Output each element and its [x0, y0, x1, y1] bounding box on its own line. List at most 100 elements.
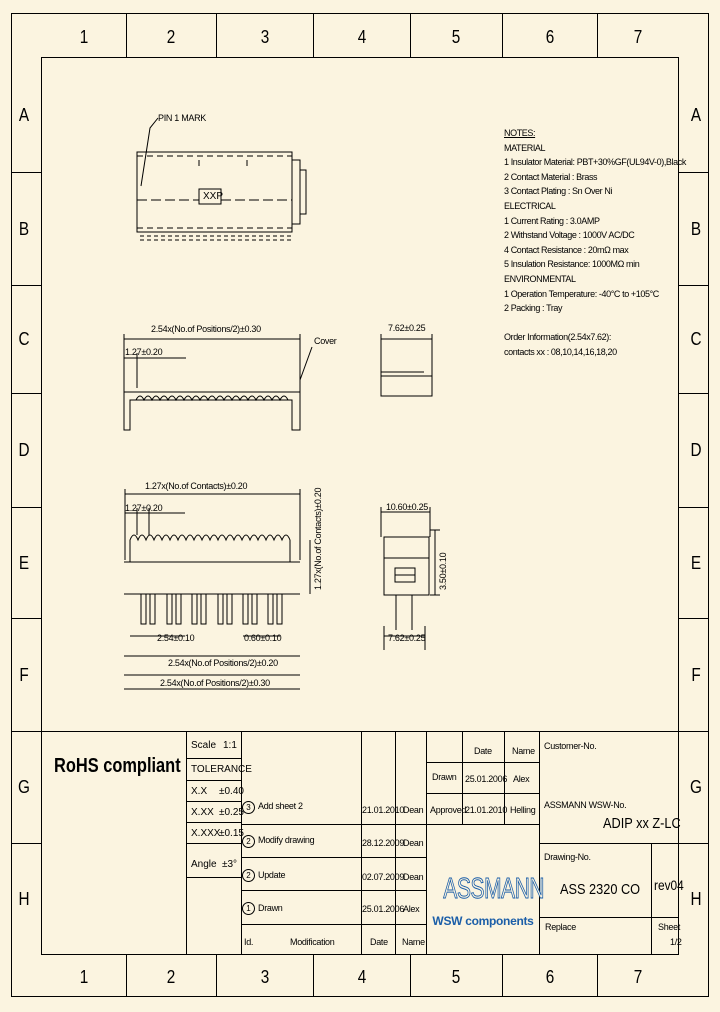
notes-block: NOTES:MATERIAL 1 Insulator Material: PBT… — [504, 126, 686, 360]
rev-desc: Modify drawing — [258, 835, 315, 845]
zone-column-label: 5 — [451, 27, 461, 47]
xxp-label: XXP — [203, 191, 224, 202]
rev-name: Dean — [403, 872, 424, 882]
dim-1060: 10.60±0.25 — [386, 502, 428, 512]
zone-row-label: D — [18, 440, 30, 460]
pin — [149, 593, 156, 625]
assmann-no-label: ASSMANN WSW-No. — [544, 800, 627, 810]
zone-divider — [11, 393, 41, 394]
zone-divider — [11, 285, 41, 286]
pin — [166, 593, 173, 625]
zone-row-label: G — [690, 777, 702, 797]
dim-side-width: 7.62±0.25 — [388, 323, 426, 333]
zone-row-label: G — [18, 777, 30, 797]
zone-column-label: 6 — [545, 27, 554, 47]
front-view — [123, 334, 313, 431]
dim-bottom2: 2.54x(No.of Positions/2)±0.30 — [160, 678, 270, 688]
zone-column-label: 5 — [451, 967, 461, 987]
scale-label: Scale — [191, 740, 217, 751]
zone-row-label: A — [690, 104, 702, 125]
outer-frame — [11, 13, 709, 997]
scale-value: 1:1 — [223, 740, 237, 751]
note-line: 5 Insulation Resistance: 1000MΩ min — [504, 259, 640, 270]
zone-row-label: B — [18, 218, 30, 239]
pin — [276, 593, 283, 625]
zone-column-label: 4 — [357, 27, 366, 47]
revision: rev04 — [654, 877, 684, 893]
note-line: 2 Contact Material : Brass — [504, 171, 598, 182]
dim-127: 1.27±0.20 — [125, 347, 163, 357]
pin — [200, 593, 207, 625]
rev-date: 28.12.2009 — [362, 838, 405, 848]
dim-762b: 7.62±0.25 — [388, 633, 426, 643]
tol-fmt-2: X.XX — [191, 807, 214, 818]
tol-fmt-1: X.X — [191, 786, 208, 797]
tolerance-label: TOLERANCE — [191, 764, 252, 775]
zone-divider — [679, 843, 709, 844]
zone-divider — [313, 13, 314, 57]
drawing-no-label: Drawing-No. — [544, 852, 591, 862]
replace-label: Replace — [545, 922, 576, 932]
zone-divider — [11, 843, 41, 844]
drawn-label: Drawn — [432, 772, 457, 782]
zone-divider — [679, 731, 709, 732]
note-line: 1 Operation Temperature: -40°C to +105°C — [504, 288, 659, 299]
dim-vert-left: 1.27x(No.of Contacts)±0.20 — [313, 487, 323, 590]
pin — [140, 593, 147, 625]
sign-header-name: Name — [512, 746, 535, 756]
rev-header-date: Date — [370, 937, 388, 947]
pin — [175, 593, 182, 625]
zone-divider — [216, 13, 217, 57]
dim-height-vert: 3.50±0.10 — [438, 552, 448, 590]
sign-header-date: Date — [474, 746, 492, 756]
rev-date: 21.01.2010 — [362, 805, 405, 815]
zone-column-label: 1 — [79, 27, 88, 47]
zone-divider — [410, 13, 411, 57]
zone-divider — [126, 955, 127, 997]
inner-frame — [41, 57, 679, 955]
zone-divider — [11, 731, 41, 732]
dim-254: 2.54±0.10 — [157, 633, 195, 643]
rev-name: Dean — [403, 838, 424, 848]
rev-circle: 3 — [242, 801, 255, 814]
zone-divider — [313, 955, 314, 997]
note-line: 2 Withstand Voltage : 1000V AC/DC — [504, 230, 635, 241]
zone-divider — [216, 955, 217, 997]
rev-name: Dean — [403, 805, 424, 815]
note-line: 3 Contact Plating : Sn Over Ni — [504, 186, 613, 197]
cover-label: Cover — [314, 336, 337, 346]
note-line: 2 Packing : Tray — [504, 303, 563, 314]
rev-desc: Update — [258, 870, 286, 880]
note-line: contacts xx : 08,10,14,16,18,20 — [504, 346, 617, 357]
dim-bottom1: 2.54x(No.of Positions/2)±0.20 — [168, 658, 278, 668]
zone-column-label: 7 — [633, 27, 643, 47]
approved-name: Helling — [510, 805, 536, 815]
note-line: 1 Current Rating : 3.0AMP — [504, 215, 600, 226]
tol-val-2: ±0.25 — [219, 807, 244, 818]
assmann-logo: ASSMANN WSW components — [428, 867, 544, 931]
angle-value: ±3° — [222, 859, 238, 870]
zone-divider — [502, 13, 503, 57]
logo-bottom: WSW components — [432, 914, 534, 928]
zone-column-label: 3 — [260, 967, 269, 987]
note-line: NOTES: — [504, 128, 536, 138]
note-line: Order Information(2.54x7.62): — [504, 332, 611, 343]
pin-view — [124, 489, 311, 690]
zone-divider — [679, 285, 709, 286]
rev-circle: 1 — [242, 902, 255, 915]
zone-divider — [410, 955, 411, 997]
rev-circle: 2 — [242, 835, 255, 848]
zone-column-label: 3 — [260, 27, 269, 47]
rev-date: 02.07.2009 — [362, 872, 405, 882]
zone-row-label: B — [690, 218, 702, 239]
rev-desc: Add sheet 2 — [258, 801, 303, 811]
part-no: ADIP xx Z-LC — [603, 815, 681, 832]
approved-date: 21.01.2010 — [465, 805, 508, 815]
rev-header-id: Id. — [244, 937, 254, 947]
zone-column-label: 7 — [633, 967, 643, 987]
zone-divider — [126, 13, 127, 57]
pin-mark-label: PIN 1 MARK — [158, 113, 207, 123]
side-view — [380, 334, 433, 397]
zone-divider — [11, 618, 41, 619]
